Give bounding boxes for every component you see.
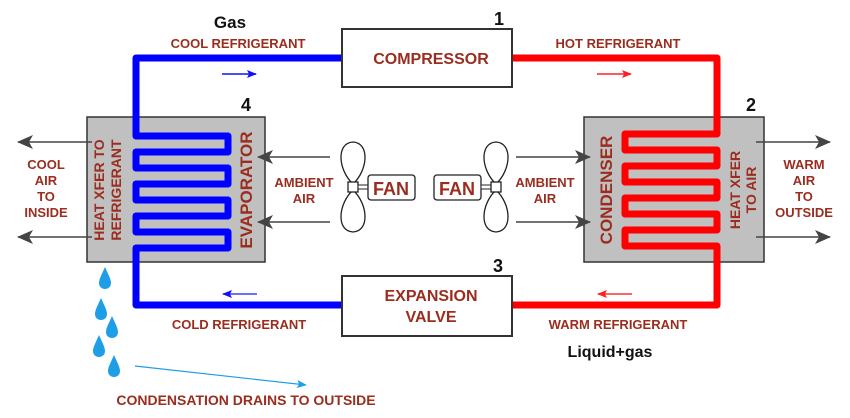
expansion-valve-number: 3 xyxy=(493,256,503,276)
warm-air-line4: OUTSIDE xyxy=(775,205,833,220)
water-drop-icon xyxy=(93,335,105,357)
warm-air-line1: WARM xyxy=(783,157,824,172)
condensation-flow-arrow xyxy=(134,365,307,388)
warm-air-to-outside-label: WARM AIR TO OUTSIDE xyxy=(775,157,833,220)
condenser-box xyxy=(583,116,765,263)
gas-state-label: Gas xyxy=(214,13,246,32)
fan-blade-icon xyxy=(483,141,509,185)
evaporator-box xyxy=(86,116,266,263)
cool-air-line3: TO xyxy=(37,189,55,204)
water-drop-icon xyxy=(99,267,111,289)
ambient-air-left-line2: AIR xyxy=(293,191,316,206)
hot-refrigerant-label: HOT REFRIGERANT xyxy=(556,36,681,51)
cool-air-line1: COOL xyxy=(27,157,65,172)
expansion-valve-label-line2: VALVE xyxy=(406,309,457,326)
warm-air-line3: TO xyxy=(795,189,813,204)
expansion-valve-box xyxy=(341,275,513,337)
evaporator-side-label-line2: REFRIGERANT xyxy=(108,139,124,241)
condensation-label: CONDENSATION DRAINS TO OUTSIDE xyxy=(116,392,375,408)
fan-blade-icon xyxy=(483,189,509,233)
expansion-valve-label-line1: EXPANSION xyxy=(384,288,477,305)
ambient-air-right-line1: AMBIENT xyxy=(515,175,574,190)
left-fan-motor-box xyxy=(367,174,416,201)
left-fan: FAN xyxy=(340,141,416,233)
fan-hub-icon xyxy=(490,181,502,193)
evaporator-side-label-line1: HEAT XFER TO xyxy=(91,139,107,240)
compressor-label: COMPRESSOR xyxy=(373,51,489,68)
compressor-box xyxy=(341,28,513,88)
fan-blade-icon xyxy=(340,141,366,185)
water-drop-icon xyxy=(106,316,118,338)
ambient-air-left-line1: AMBIENT xyxy=(274,175,333,190)
cool-air-line2: AIR xyxy=(35,173,58,188)
cold-refrigerant-label: COLD REFRIGERANT xyxy=(172,317,306,332)
warm-refrigerant-label: WARM REFRIGERANT xyxy=(549,317,688,332)
condenser-number: 2 xyxy=(746,95,756,115)
fan-hub-icon xyxy=(347,181,359,193)
cool-air-to-inside-label: COOL AIR TO INSIDE xyxy=(24,157,68,220)
condenser-side-label-line1: HEAT XFER xyxy=(727,151,743,229)
warm-air-line2: AIR xyxy=(793,173,816,188)
ambient-air-right-line2: AIR xyxy=(534,191,557,206)
water-drop-icon xyxy=(95,298,107,320)
cool-refrigerant-label: COOL REFRIGERANT xyxy=(171,36,306,51)
right-fan-label: FAN xyxy=(439,179,475,199)
water-drop-icon xyxy=(108,355,120,377)
fan-shaft xyxy=(480,184,492,190)
evaporator-label: EVAPORATOR xyxy=(237,131,256,248)
condensation-drops xyxy=(93,267,120,377)
left-fan-label: FAN xyxy=(373,179,409,199)
right-fan: FAN xyxy=(433,141,509,233)
cold-refrigerant-pipe xyxy=(132,54,342,309)
condenser-side-label-line2: TO AIR xyxy=(743,167,759,214)
liquid-gas-state-label: Liquid+gas xyxy=(568,344,653,361)
fan-shaft xyxy=(357,184,369,190)
cool-air-line4: INSIDE xyxy=(24,205,68,220)
condenser-label: CONDENSER xyxy=(597,136,616,245)
compressor-number: 1 xyxy=(494,9,504,29)
hot-refrigerant-pipe xyxy=(512,54,721,309)
fan-blade-icon xyxy=(340,189,366,233)
evaporator-number: 4 xyxy=(241,95,251,115)
